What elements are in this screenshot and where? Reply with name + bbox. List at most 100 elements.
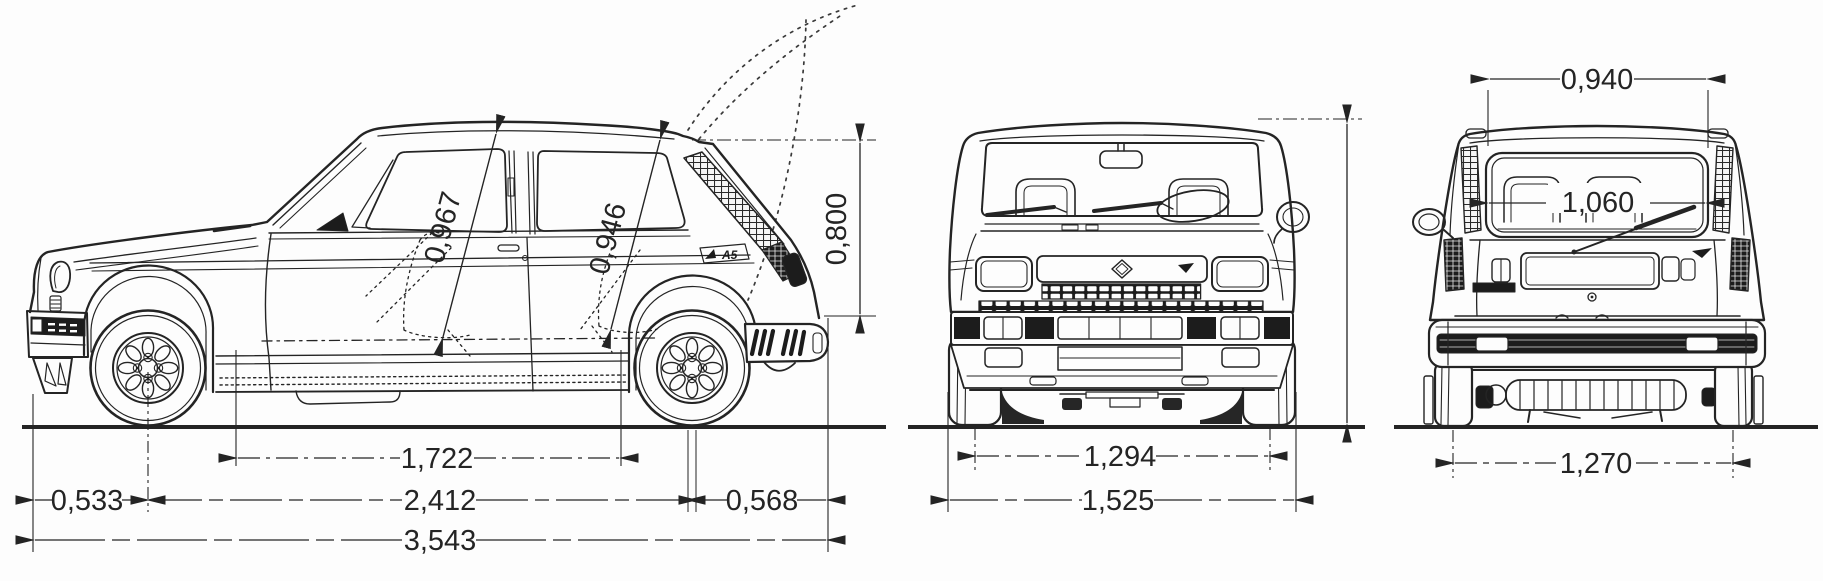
side-belt-line-2 [268, 235, 691, 240]
detail-path-129 [947, 392, 1297, 512]
side-rear-bumper [743, 322, 830, 372]
rear-left-vent [1460, 145, 1482, 234]
detail-path-30 [215, 352, 629, 357]
detail-path-97 [1543, 411, 1653, 419]
detail-path-25 [527, 151, 531, 235]
dim-rear-track-label: 1,270 [1560, 448, 1633, 480]
detail-path-123 [235, 350, 622, 466]
detail-rect-13 [1085, 391, 1159, 399]
detail-ellipse-7 [117, 361, 138, 375]
detail-rect-29 [1025, 317, 1054, 339]
detail-path-40 [26, 310, 89, 358]
detail-path-33 [219, 381, 629, 386]
dim-tailgate-height: 0,800 [692, 123, 876, 334]
detail-ellipse-6 [125, 374, 142, 391]
rear-wiper [1571, 204, 1697, 255]
detail-path-54 [374, 247, 452, 325]
detail-path-32 [219, 374, 629, 379]
detail-path-3 [747, 19, 807, 301]
dim-rear-window-width: 1,060 [1469, 183, 1725, 219]
detail-rect-18 [1061, 224, 1079, 231]
side-a-pillar-line-2 [279, 147, 367, 229]
detail-path-73 [1023, 185, 1068, 217]
rear-right-mudflap [1753, 375, 1764, 425]
detail-rect-23 [1216, 260, 1264, 288]
detail-group-16 [676, 352, 708, 384]
detail-ellipse-1 [141, 337, 155, 358]
rear-view [1412, 124, 1767, 428]
detail-path-34 [215, 389, 630, 393]
front-license-plate [1057, 346, 1183, 371]
rear-left-tire [1423, 360, 1474, 428]
side-front-spoiler [32, 357, 73, 394]
detail-path-36 [82, 264, 215, 394]
side-alpine-badge-label: A5 [721, 248, 738, 262]
detail-circle-23 [697, 363, 708, 373]
detail-circle-27 [701, 366, 704, 370]
detail-path-37 [90, 275, 207, 391]
detail-rect-50 [1491, 157, 1704, 233]
rear-right-taillight [1729, 237, 1751, 292]
detail-rect-54 [1472, 282, 1516, 293]
front-bumper [950, 311, 1294, 346]
front-rearview-mirror [1117, 142, 1125, 152]
detail-ellipse-11 [702, 361, 723, 375]
rear-bumper [1427, 318, 1767, 369]
front-undercar-box-left [1062, 398, 1082, 410]
front-hood-shutline-left [960, 233, 977, 301]
detail-rect-5 [31, 318, 43, 333]
detail-rect-58 [1436, 333, 1758, 354]
detail-circle-18 [660, 336, 724, 400]
detail-path-55 [579, 249, 641, 331]
detail-path-120 [1443, 229, 1454, 239]
side-door-rear-edge [526, 237, 534, 392]
detail-ellipse-15 [661, 361, 682, 375]
detail-polygon-3 [699, 243, 750, 264]
front-interior [985, 142, 1230, 223]
detail-path-49 [788, 328, 799, 357]
front-upper-grille [1041, 283, 1202, 300]
rear-right-vent [1712, 145, 1734, 234]
dim-front-track-label: 1,294 [1084, 441, 1157, 473]
detail-path-119 [1447, 321, 1747, 366]
front-fender-crease-left [949, 259, 975, 271]
detail-circle-20 [687, 352, 697, 363]
detail-ellipse-14 [669, 374, 686, 391]
detail-rect-6 [48, 323, 55, 326]
detail-rect-7 [59, 323, 66, 326]
detail-circle-26 [680, 366, 683, 370]
dim-front-overhang-label: 0,533 [51, 485, 124, 517]
front-roof-inner-line [979, 134, 1265, 142]
detail-path-116 [1633, 204, 1697, 231]
dim-front-track: 1,294 [957, 428, 1288, 473]
front-right-headrest [1168, 178, 1229, 217]
detail-group-15 [661, 337, 723, 399]
front-apron [950, 344, 1294, 391]
side-door-front-edge [264, 233, 272, 391]
detail-group-37 [983, 316, 1260, 340]
rear-muffler [1505, 379, 1687, 411]
detail-circle-15 [633, 309, 751, 427]
dim-interior-height-rear: 0,946 [583, 119, 670, 350]
side-front-wheel [89, 309, 207, 427]
detail-path-45 [749, 328, 760, 357]
dim-interior-height-rear-label: 0,946 [583, 199, 633, 277]
dim-interior-length: 1,722 [218, 350, 639, 475]
side-a-pillar-line-1 [272, 142, 362, 226]
front-left-headlight [975, 256, 1033, 292]
side-crease-2 [91, 262, 755, 272]
detail-ellipse-10 [698, 345, 715, 362]
detail-circle-13 [136, 366, 139, 370]
detail-path-58 [419, 231, 444, 241]
rear-left-pillar-line [1449, 142, 1460, 236]
dim-overall-length: 3,543 [15, 525, 846, 557]
dim-rear-track: 1,270 [1435, 430, 1751, 480]
detail-path-75 [1176, 185, 1221, 217]
detail-ellipse-4 [154, 374, 171, 391]
detail-ellipse-2 [154, 345, 171, 362]
front-windshield [980, 142, 1264, 217]
detail-ellipse-8 [125, 345, 142, 362]
rear-right-pillar-line [1734, 142, 1745, 236]
detail-group-19 [48, 323, 77, 333]
